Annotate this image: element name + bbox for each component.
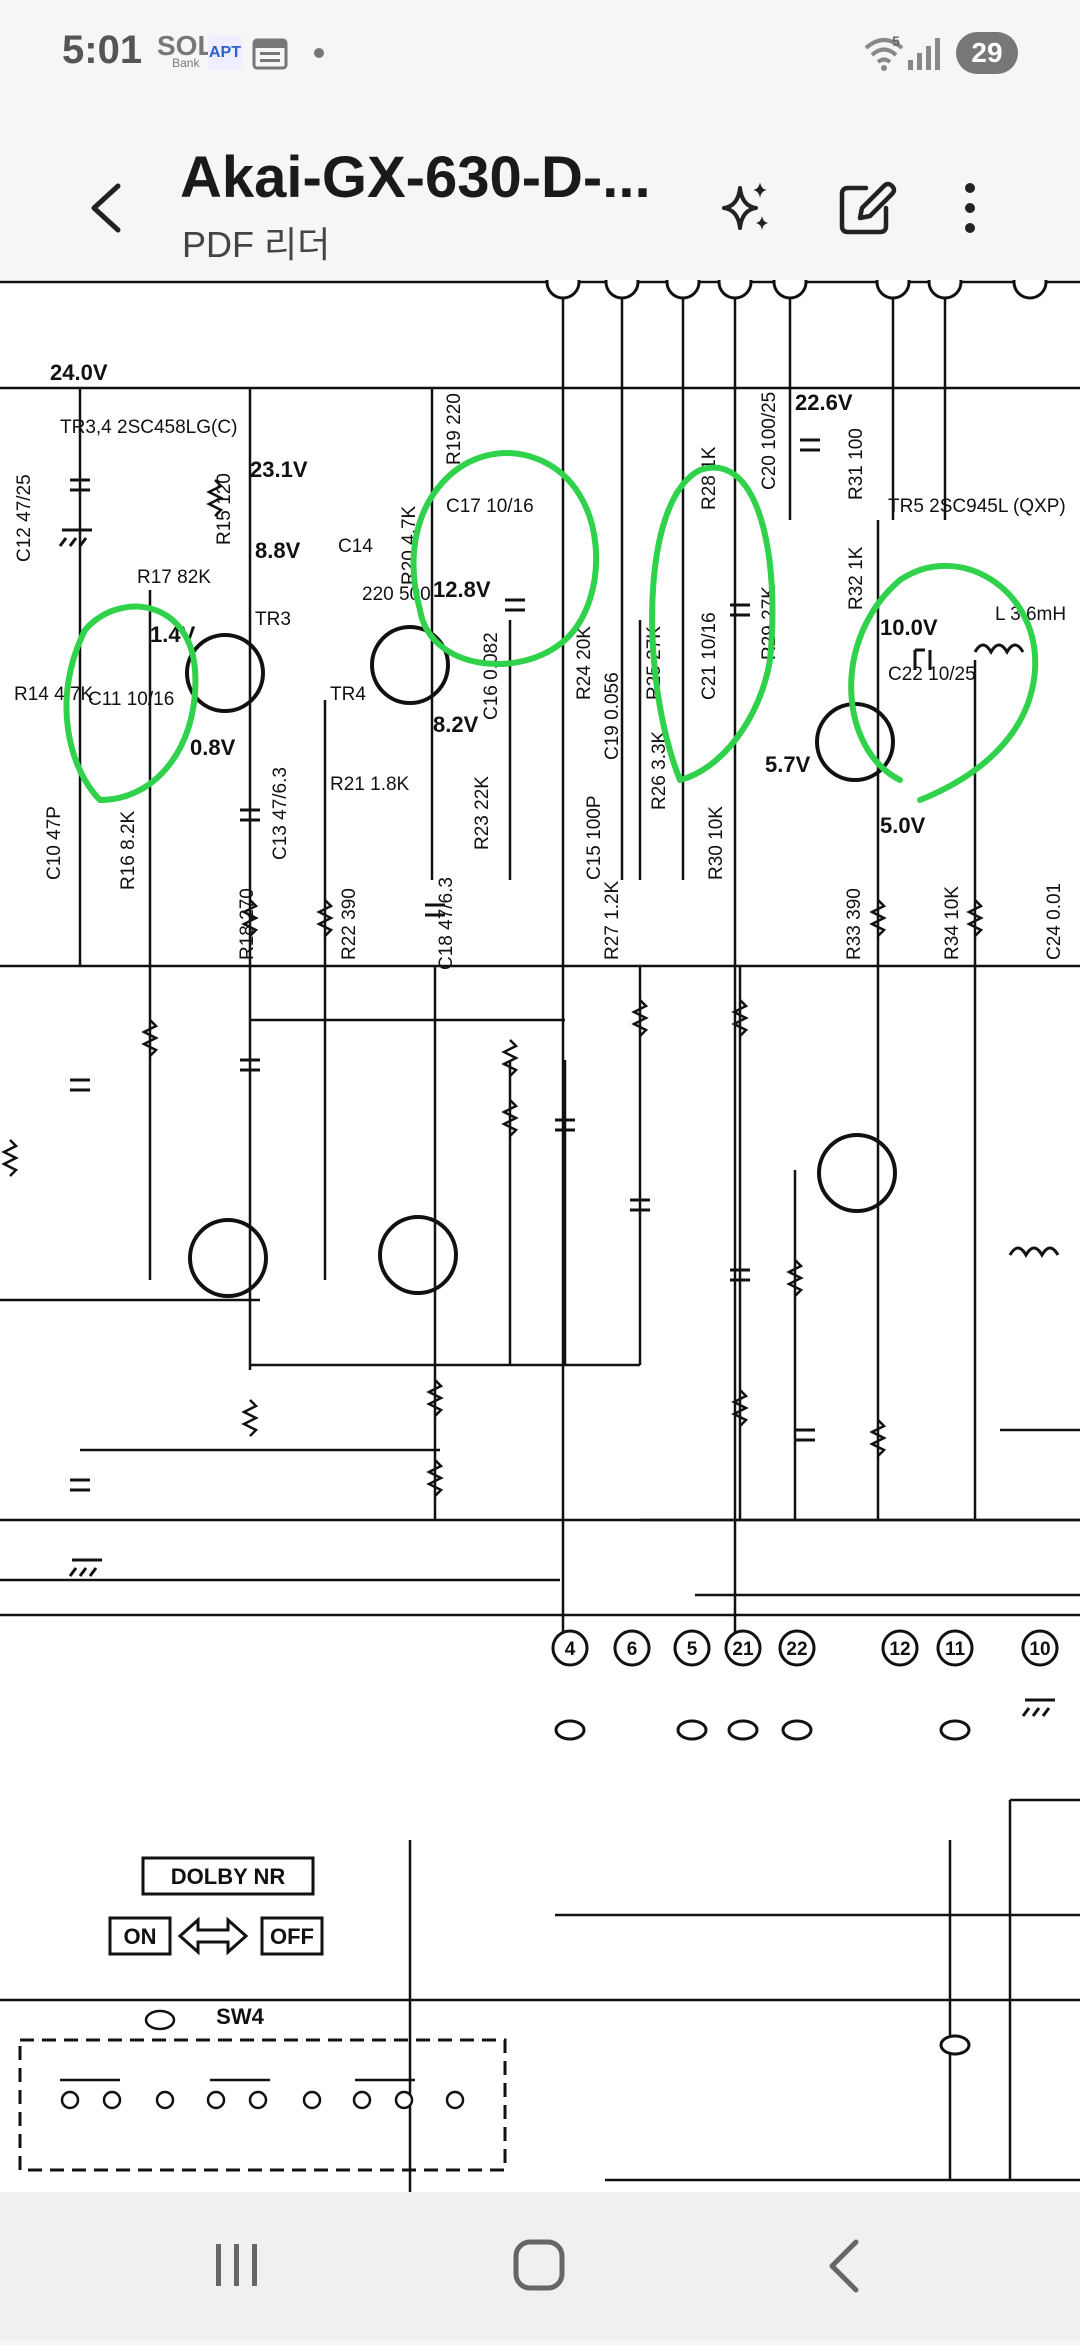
svg-text:10.0V: 10.0V xyxy=(880,615,938,640)
svg-text:R31 100: R31 100 xyxy=(846,428,867,500)
more-options-button[interactable] xyxy=(940,168,1010,248)
more-vert-icon xyxy=(965,183,975,233)
svg-text:24.0V: 24.0V xyxy=(50,360,108,385)
svg-text:C22 10/25: C22 10/25 xyxy=(888,664,976,685)
svg-text:R19 220: R19 220 xyxy=(444,393,465,465)
svg-text:TR3: TR3 xyxy=(255,609,291,630)
svg-text:C17 10/16: C17 10/16 xyxy=(446,496,534,517)
app-subtitle: PDF 리더 xyxy=(182,224,331,265)
svg-text:8.2V: 8.2V xyxy=(433,712,479,737)
svg-text:R23 22K: R23 22K xyxy=(472,776,493,850)
svg-text:R21 1.8K: R21 1.8K xyxy=(330,774,410,795)
svg-text:5: 5 xyxy=(687,1639,698,1660)
back-nav-button[interactable] xyxy=(744,2192,944,2340)
svg-text:R18 270: R18 270 xyxy=(237,888,258,960)
svg-text:23.1V: 23.1V xyxy=(250,457,308,482)
edit-button[interactable] xyxy=(832,168,902,248)
svg-text:C24 0.01: C24 0.01 xyxy=(1044,883,1065,960)
battery-indicator: 29 xyxy=(956,32,1018,74)
calendar-icon xyxy=(252,36,288,75)
document-title: Akai-GX-630-D-... xyxy=(180,145,651,210)
home-icon xyxy=(513,2239,565,2291)
ai-sparkle-icon xyxy=(722,182,768,230)
wifi-icon: 5 xyxy=(862,33,906,79)
svg-text:C15 100P: C15 100P xyxy=(584,795,605,880)
svg-text:R15 120: R15 120 xyxy=(214,473,235,545)
svg-text:C10 47P: C10 47P xyxy=(44,806,65,880)
svg-text:TR4: TR4 xyxy=(330,684,366,705)
svg-text:C11 10/16: C11 10/16 xyxy=(88,689,174,710)
svg-text:5.7V: 5.7V xyxy=(765,752,811,777)
svg-text:SW4: SW4 xyxy=(216,2004,264,2029)
svg-text:5.0V: 5.0V xyxy=(880,813,926,838)
svg-text:C16 0.082: C16 0.082 xyxy=(481,632,502,720)
svg-text:OFF: OFF xyxy=(270,1924,314,1949)
svg-text:6: 6 xyxy=(627,1639,638,1660)
schematic-diagram: 24.0V 23.1V 8.8V 1.4V 0.8V 12.8V 8.2V 22… xyxy=(0,280,1080,2192)
svg-text:0.8V: 0.8V xyxy=(190,735,236,760)
svg-text:R26 3.3K: R26 3.3K xyxy=(649,730,670,810)
svg-text:21: 21 xyxy=(732,1639,754,1660)
svg-text:12: 12 xyxy=(889,1639,910,1660)
system-nav-bar xyxy=(0,2192,1080,2340)
svg-text:R17 82K: R17 82K xyxy=(137,567,211,588)
svg-text:5: 5 xyxy=(892,34,900,49)
svg-text:R14 4.7K: R14 4.7K xyxy=(14,684,94,705)
pdf-page-viewer[interactable]: 24.0V 23.1V 8.8V 1.4V 0.8V 12.8V 8.2V 22… xyxy=(0,280,1080,2192)
status-time: 5:01 xyxy=(62,28,143,72)
svg-text:ON: ON xyxy=(124,1924,157,1949)
app-bar: Akai-GX-630-D-... PDF 리더 xyxy=(0,110,1080,280)
back-nav-icon xyxy=(829,2239,859,2293)
svg-text:22.6V: 22.6V xyxy=(795,390,853,415)
svg-text:4: 4 xyxy=(565,1639,576,1660)
back-icon xyxy=(91,183,121,233)
signal-icon xyxy=(906,36,942,77)
svg-text:C12 47/25: C12 47/25 xyxy=(14,474,35,562)
home-button[interactable] xyxy=(440,2192,640,2340)
svg-text:C18 47/6.3: C18 47/6.3 xyxy=(436,877,457,970)
ai-button[interactable] xyxy=(710,168,780,248)
svg-text:22: 22 xyxy=(786,1639,807,1660)
svg-text:R32 1K: R32 1K xyxy=(846,546,867,610)
recents-button[interactable] xyxy=(136,2192,336,2340)
svg-text:TR5 2SC945L (QXP): TR5 2SC945L (QXP) xyxy=(888,496,1066,517)
svg-text:R28 1K: R28 1K xyxy=(699,446,720,510)
svg-text:L 3.6mH: L 3.6mH xyxy=(995,604,1066,625)
svg-text:R24 20K: R24 20K xyxy=(574,626,595,700)
svg-text:C21 10/16: C21 10/16 xyxy=(699,612,720,700)
apt-icon: APT xyxy=(208,36,242,70)
svg-text:C20 100/25: C20 100/25 xyxy=(759,392,780,490)
svg-text:8.8V: 8.8V xyxy=(255,538,301,563)
svg-text:R33 390: R33 390 xyxy=(844,888,865,960)
svg-text:C19 0.056: C19 0.056 xyxy=(602,672,623,760)
svg-text:TR3,4 2SC458LG(C): TR3,4 2SC458LG(C) xyxy=(60,417,237,438)
svg-text:R34 10K: R34 10K xyxy=(942,886,963,960)
svg-text:R27 1.2K: R27 1.2K xyxy=(602,880,623,960)
svg-text:R30 10K: R30 10K xyxy=(706,806,727,880)
svg-text:C13 47/6.3: C13 47/6.3 xyxy=(270,767,291,860)
svg-text:12.8V: 12.8V xyxy=(433,577,491,602)
svg-text:11: 11 xyxy=(945,1639,966,1660)
dot-icon xyxy=(314,48,324,58)
svg-text:10: 10 xyxy=(1029,1639,1050,1660)
svg-text:R22 390: R22 390 xyxy=(339,888,360,960)
svg-text:DOLBY NR: DOLBY NR xyxy=(171,1864,286,1889)
back-button[interactable] xyxy=(78,168,138,248)
svg-text:C14: C14 xyxy=(338,536,373,557)
recents-icon xyxy=(216,2244,257,2286)
svg-text:R16 8.2K: R16 8.2K xyxy=(118,810,139,890)
edit-icon xyxy=(839,181,897,235)
